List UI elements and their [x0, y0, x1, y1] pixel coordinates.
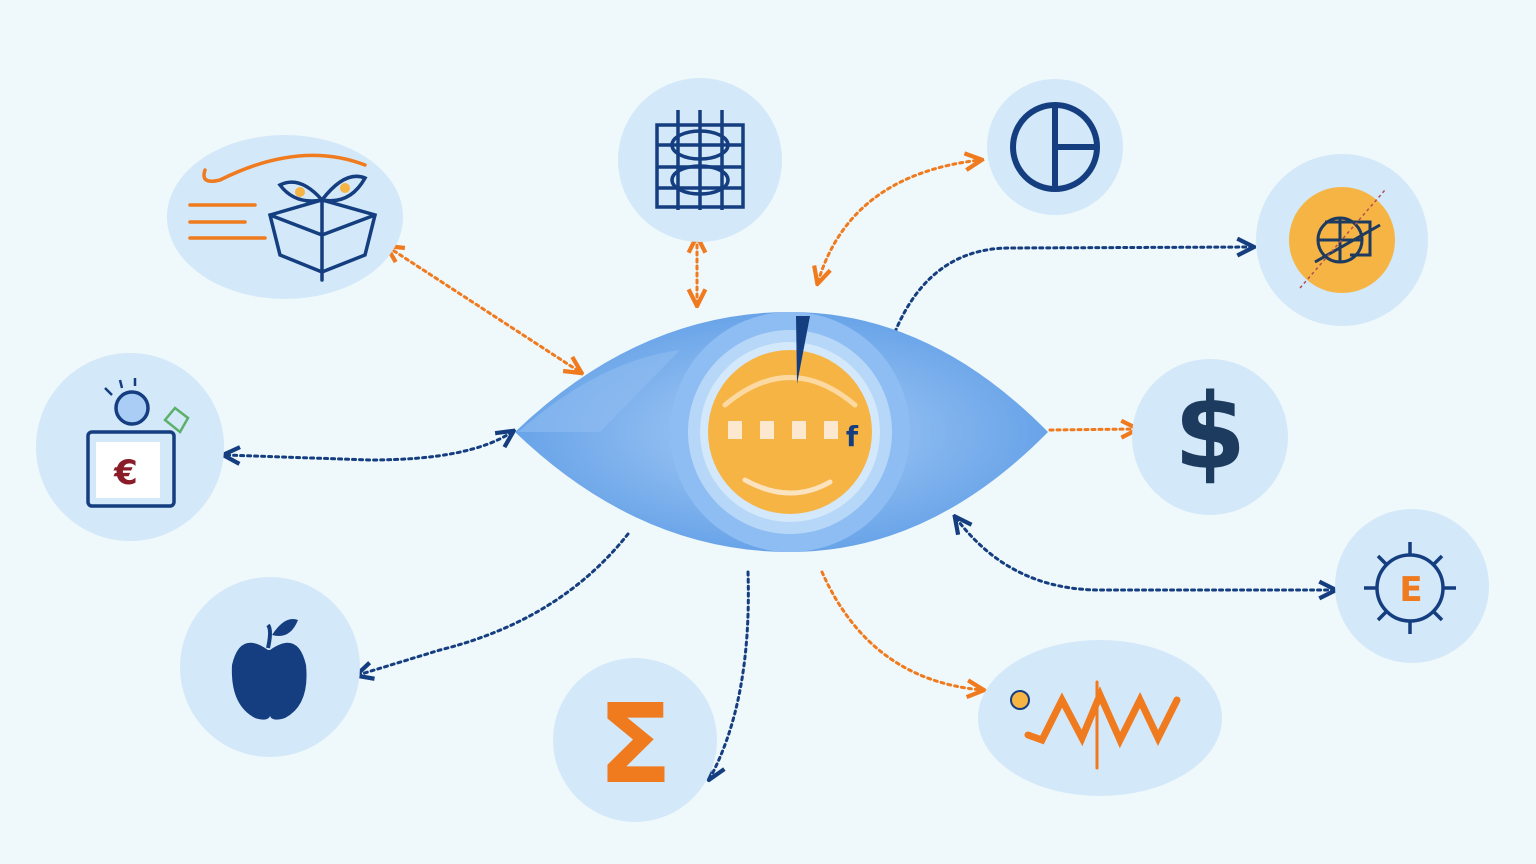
- grid-network-icon: [655, 110, 745, 210]
- wave-chart-icon: [1010, 680, 1181, 770]
- node-apple[interactable]: [180, 577, 360, 757]
- connectors: [225, 160, 1334, 778]
- connector-sigma: [710, 570, 750, 778]
- node-gear[interactable]: E: [1335, 509, 1489, 663]
- node-plant-box[interactable]: [167, 135, 403, 299]
- globe-network-icon: [1299, 189, 1386, 289]
- connector-wave: [820, 570, 982, 690]
- needle-icon: [796, 316, 810, 384]
- connector-pie: [818, 160, 980, 282]
- connector-gear: [956, 518, 1334, 590]
- coin-icon: f: [708, 350, 872, 514]
- node-wave[interactable]: [978, 640, 1222, 796]
- node-dollar[interactable]: $: [1132, 359, 1288, 515]
- connector-dollar: [1048, 429, 1136, 430]
- gear-e-icon: E: [1364, 542, 1456, 634]
- node-grid[interactable]: [618, 78, 782, 242]
- euro-monitor-icon: €: [86, 378, 190, 508]
- central-eye[interactable]: f: [515, 312, 1048, 552]
- pie-chart-icon: [1010, 102, 1100, 192]
- connector-apple: [358, 532, 630, 675]
- node-euro[interactable]: €: [36, 353, 224, 541]
- coin-symbol: f: [846, 420, 859, 453]
- node-pie[interactable]: [987, 79, 1123, 215]
- dollar-icon: $: [1174, 371, 1246, 493]
- connector-globe: [893, 247, 1252, 334]
- node-globe[interactable]: [1256, 154, 1428, 326]
- connector-euro: [225, 432, 512, 460]
- euro-symbol: €: [113, 453, 138, 493]
- apple-icon: [231, 619, 307, 720]
- connector-plant: [388, 247, 580, 372]
- gear-e-symbol: E: [1399, 570, 1422, 610]
- node-sigma[interactable]: Σ: [553, 658, 717, 822]
- sigma-icon: Σ: [597, 680, 672, 808]
- plant-box-icon: [188, 153, 378, 282]
